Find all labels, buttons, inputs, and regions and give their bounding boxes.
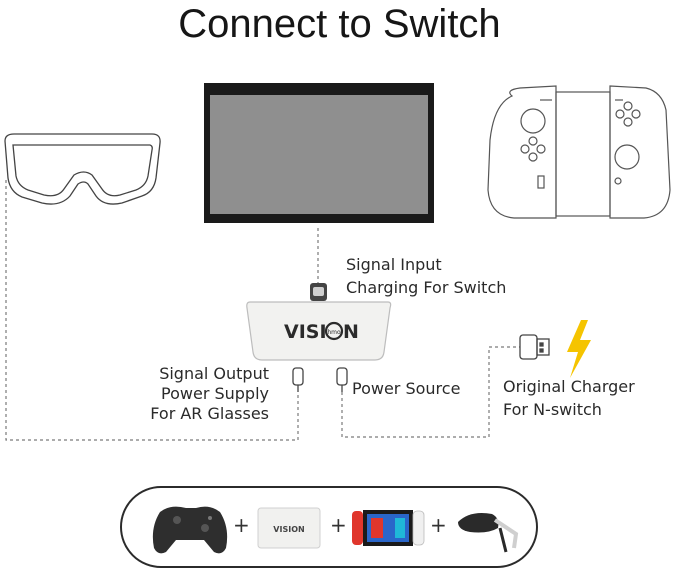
label-for-n-switch: For N-switch	[503, 400, 602, 419]
lightning-bolt-icon	[567, 320, 591, 378]
label-signal-input: Signal Input	[346, 255, 442, 274]
dashed-line-charger	[341, 346, 520, 438]
label-original-charger: Original Charger	[503, 377, 635, 396]
usb-c-port-power-icon	[336, 367, 348, 392]
dashed-line-glasses	[5, 180, 299, 441]
plus-sign-2: +	[330, 513, 347, 537]
usb-c-port-output-icon	[292, 367, 304, 392]
label-power-supply: Power Supply	[161, 384, 269, 403]
switch-console-icon	[352, 510, 425, 546]
label-charging-for-switch: Charging For Switch	[346, 278, 507, 297]
page-title: Connect to Switch	[178, 2, 501, 46]
plus-sign-1: +	[233, 513, 250, 537]
mini-adapter-text: VISION	[273, 525, 304, 534]
accessory-strip	[120, 486, 538, 568]
dashed-connections	[5, 180, 520, 441]
adapter-logo-left: VISI	[284, 321, 327, 343]
joycon-controller-icon	[487, 85, 671, 219]
adapter-logo-ring-text: hmo	[327, 329, 341, 336]
usb-c-plug-icon	[310, 283, 327, 301]
vision-adapter: VISI hmo N	[246, 301, 392, 361]
pro-controller-icon	[152, 506, 228, 554]
adapter-logo-ring	[324, 321, 344, 341]
label-for-ar-glasses: For AR Glasses	[150, 404, 269, 423]
label-signal-output: Signal Output	[159, 364, 269, 383]
plus-sign-3: +	[430, 513, 447, 537]
adapter-logo-right: N	[343, 321, 359, 343]
switch-screen-icon	[204, 83, 434, 223]
usb-a-plug-icon	[519, 334, 550, 360]
label-power-source: Power Source	[352, 379, 461, 398]
mini-adapter-icon: VISION	[257, 507, 321, 549]
ar-glasses-icon	[4, 133, 161, 205]
